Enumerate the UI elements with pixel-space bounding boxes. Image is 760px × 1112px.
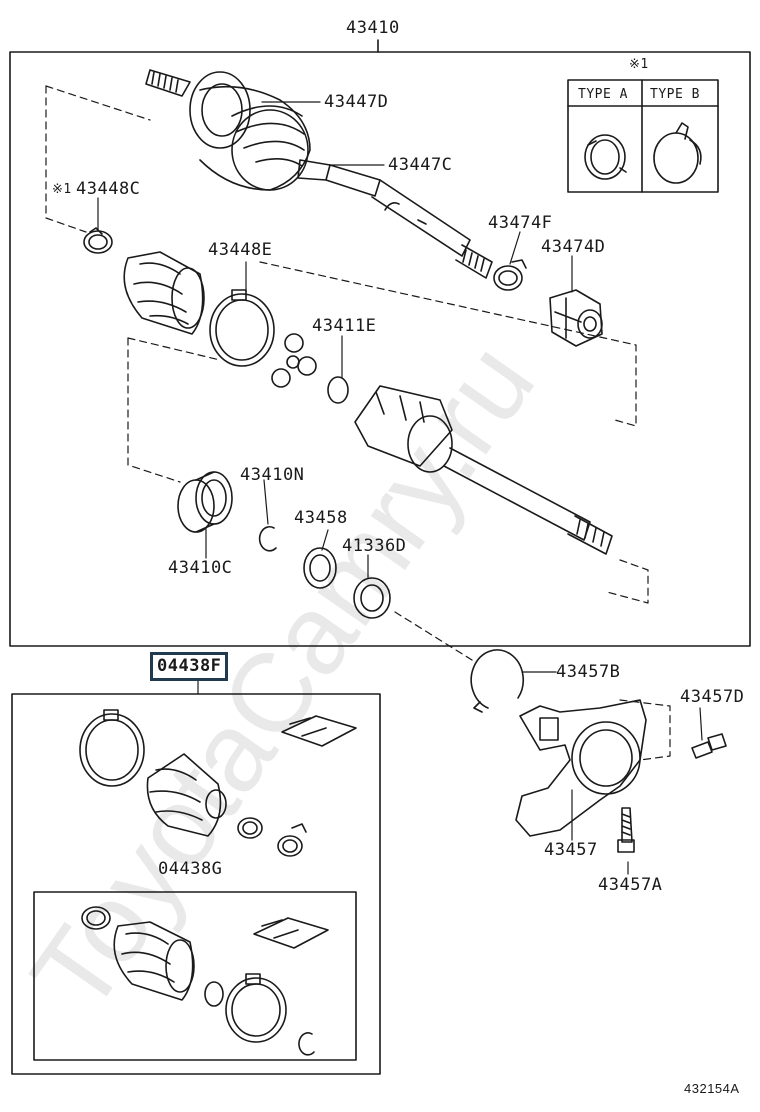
kit-contents-lower bbox=[81, 906, 329, 1056]
boot-43474D bbox=[549, 289, 603, 347]
outer-joint-shaft bbox=[145, 69, 493, 279]
part-label-43458[interactable]: 43458 bbox=[294, 508, 348, 528]
part-label-43457A[interactable]: 43457A bbox=[598, 875, 663, 895]
diagram-id: 432154A bbox=[684, 1081, 740, 1096]
boot-left bbox=[123, 251, 205, 335]
kit-sub-number-label[interactable]: 04438G bbox=[158, 859, 223, 879]
type-b-label: TYPE B bbox=[650, 87, 700, 102]
part-label-43410C[interactable]: 43410C bbox=[168, 558, 233, 578]
clamp-43448E bbox=[209, 289, 275, 367]
part-label-43447C[interactable]: 43447C bbox=[388, 155, 453, 175]
bolt-43457D bbox=[691, 733, 727, 759]
snap-ring-43457B bbox=[470, 649, 525, 713]
clamp-43448C bbox=[83, 227, 113, 254]
kit-number-label[interactable]: 04438F bbox=[150, 652, 229, 681]
part-label-43474D[interactable]: 43474D bbox=[541, 237, 606, 257]
snap-ring-43410N bbox=[258, 525, 277, 552]
bearing-43410C bbox=[177, 471, 233, 533]
part-label-43457[interactable]: 43457 bbox=[544, 840, 598, 860]
tripod-joint bbox=[271, 333, 317, 388]
seal-41336D bbox=[353, 577, 391, 619]
leader-lines bbox=[97, 101, 703, 875]
assembly-frame bbox=[9, 51, 751, 647]
part-label-43448E[interactable]: 43448E bbox=[208, 240, 273, 260]
part-label-43474F[interactable]: 43474F bbox=[488, 213, 553, 233]
part-label-43447D[interactable]: 43447D bbox=[324, 92, 389, 112]
bracket-43457 bbox=[515, 699, 647, 837]
guide-lines bbox=[45, 85, 671, 761]
part-label-43410N[interactable]: 43410N bbox=[240, 465, 305, 485]
part-label-43457D[interactable]: 43457D bbox=[680, 687, 745, 707]
kit-frame bbox=[11, 693, 381, 1075]
note-marker-43448C: ※1 bbox=[52, 182, 72, 197]
assembly-number-label: 43410 bbox=[346, 18, 400, 38]
part-label-41336D[interactable]: 41336D bbox=[342, 536, 407, 556]
bolt-43457A bbox=[617, 807, 635, 853]
note-marker-inset: ※1 bbox=[629, 57, 649, 72]
part-label-43457B[interactable]: 43457B bbox=[556, 662, 621, 682]
snap-ring-43411E bbox=[327, 376, 349, 404]
part-label-43411E[interactable]: 43411E bbox=[312, 316, 377, 336]
kit-contents-upper bbox=[79, 709, 357, 857]
seal-43458 bbox=[303, 547, 337, 589]
type-inset bbox=[567, 79, 719, 193]
kit-sub-frame bbox=[33, 891, 357, 1061]
type-a-label: TYPE A bbox=[578, 87, 628, 102]
part-label-43448C[interactable]: 43448C bbox=[76, 179, 141, 199]
inner-joint-shaft bbox=[354, 385, 613, 555]
clamp-43474F bbox=[493, 259, 527, 291]
